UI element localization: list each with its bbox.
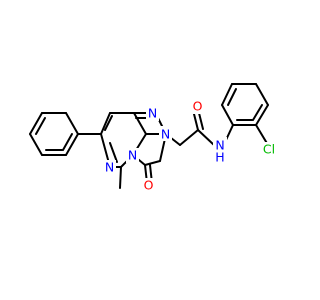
- atom-labels: O N H N N N N O Cl: [103, 99, 279, 193]
- atom-label-n-triazole-2: N: [161, 127, 170, 142]
- atom-n-triazole-3: N: [126, 148, 139, 163]
- atom-o-carbonyl: O: [191, 99, 204, 114]
- atom-n-triazole-2: N: [159, 126, 172, 142]
- atom-o-ring: O: [142, 178, 155, 193]
- atom-label-n-amide: N: [215, 138, 224, 153]
- atom-n-pyrimidine: N: [103, 160, 116, 175]
- bond-lines: [29, 83, 269, 189]
- atom-label-o-carbonyl: O: [193, 99, 203, 114]
- atom-label-n-triazole-1: N: [148, 106, 157, 121]
- atom-nh: N H: [213, 137, 227, 165]
- atom-label-n-pyrimidine: N: [105, 160, 114, 175]
- atom-n-triazole-1: N: [146, 106, 159, 121]
- atom-label-cl: Cl: [263, 142, 275, 157]
- molecule-structure: O N H N N N N O Cl: [29, 83, 279, 193]
- atom-label-o-ring: O: [144, 178, 154, 193]
- atom-label-h-amide: H: [215, 150, 224, 165]
- atom-label-n-triazole-3: N: [128, 148, 137, 163]
- atom-cl: Cl: [259, 142, 279, 157]
